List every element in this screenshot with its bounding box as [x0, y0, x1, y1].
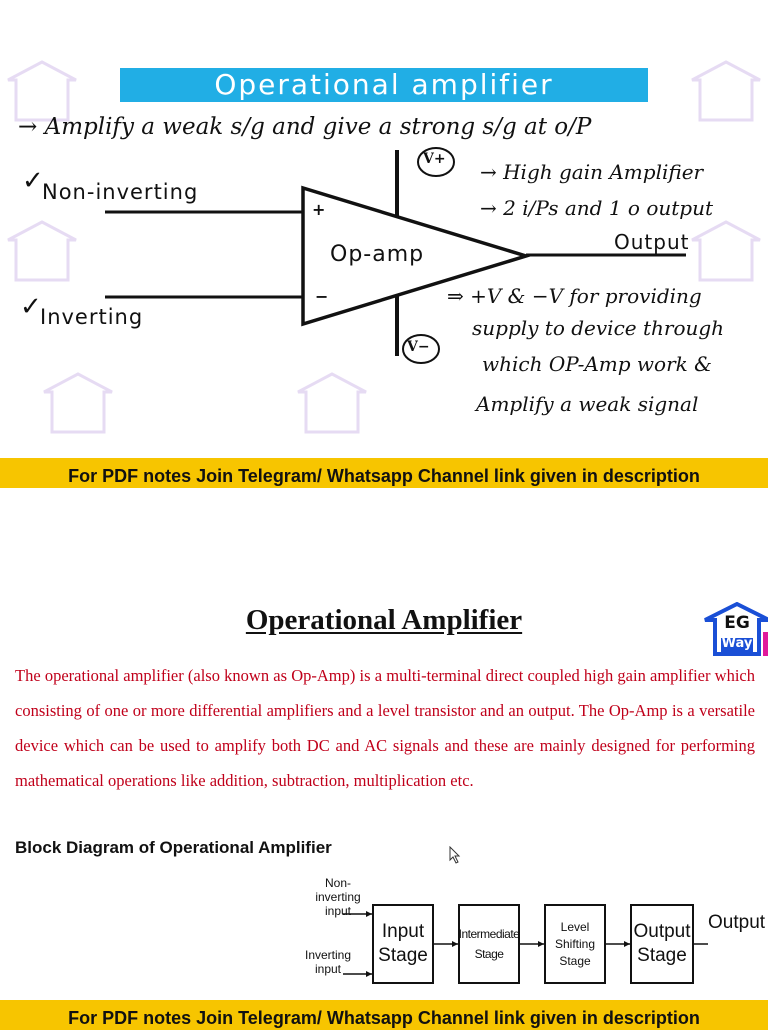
minus-terminal: −: [315, 287, 330, 306]
note-supply-line: supply to device through: [472, 316, 725, 340]
slide-opamp-notes: Operational amplifier → Amplify a weak s…: [0, 0, 768, 456]
note-inputs-outputs: → 2 i/Ps and 1 o output: [480, 196, 713, 220]
plus-terminal: +: [312, 200, 327, 219]
logo-text-way: Way: [721, 636, 753, 651]
output-label: Output: [614, 230, 690, 254]
slide-title: Operational amplifier: [120, 68, 648, 102]
egway-logo: EG Way: [701, 601, 768, 660]
note-supply-line: Amplify a weak signal: [476, 392, 699, 416]
opamp-label: Op-amp: [330, 242, 425, 267]
opamp-triangle: [301, 185, 532, 327]
note-high-gain: → High gain Amplifier: [480, 160, 704, 184]
block-diagram: [343, 911, 708, 977]
vplus-circle: [417, 147, 455, 177]
check-mark: ✓: [22, 166, 44, 196]
block-diagram-heading: Block Diagram of Operational Amplifier: [15, 838, 332, 857]
watermark-logo: [690, 60, 762, 122]
document-title: Operational Amplifier: [245, 604, 523, 636]
vminus-circle: [402, 334, 440, 364]
watermark-logo: [42, 372, 114, 434]
telegram-banner: For PDF notes Join Telegram/ Whatsapp Ch…: [0, 1000, 768, 1030]
watermark-logo: [296, 372, 368, 434]
block-output-label: Output: [708, 912, 766, 933]
vplus-label: V+: [423, 151, 446, 167]
inverting-label: Inverting: [40, 305, 144, 329]
watermark-logo: [6, 220, 78, 282]
vminus-label: V−: [407, 339, 430, 355]
telegram-banner: For PDF notes Join Telegram/ Whatsapp Ch…: [0, 458, 768, 488]
watermark-logo: [6, 60, 78, 122]
opamp-diagram: [105, 147, 686, 364]
definition-paragraph: The operational amplifier (also known as…: [15, 666, 755, 790]
mouse-cursor-icon: [449, 846, 461, 864]
intro-note: → Amplify a weak s/g and give a strong s…: [18, 114, 592, 140]
logo-text-eg: EG: [724, 613, 750, 633]
note-supply-line: ⇒ +V & −V for providing: [447, 284, 702, 308]
noninverting-label: Non-inverting: [42, 180, 199, 204]
check-mark: ✓: [20, 292, 42, 322]
note-supply-line: which OP-Amp work &: [482, 352, 712, 376]
watermark-logo: [690, 220, 762, 282]
